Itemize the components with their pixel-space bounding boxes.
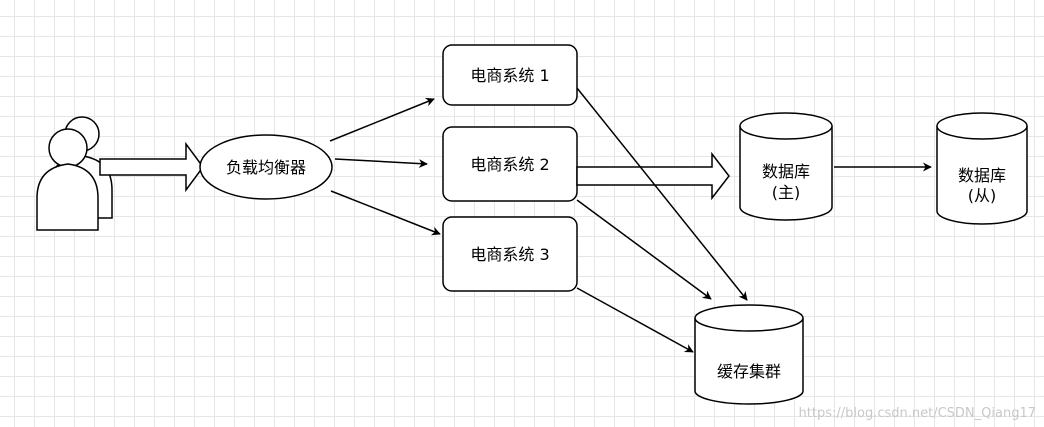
system-2-to-cache-arrow	[576, 199, 712, 300]
db-slave-sublabel: (从)	[968, 186, 997, 205]
lb-to-system-1-arrow	[329, 97, 435, 142]
db-master-node: 数据库 (主)	[739, 112, 833, 221]
db-master-label: 数据库	[762, 162, 810, 181]
load-balancer-node: 负载均衡器	[199, 134, 333, 200]
system-1-label: 电商系统 1	[470, 66, 549, 85]
lb-to-system-2-arrow	[334, 158, 428, 169]
users-icon	[36, 116, 113, 231]
system-1-to-cache-arrow	[576, 87, 748, 301]
db-slave-label: 数据库	[958, 166, 1006, 185]
system-2-label: 电商系统 2	[470, 155, 549, 174]
watermark: https://blog.csdn.net/CSDN_Qiang17	[798, 406, 1036, 421]
db-slave-node: 数据库 (从)	[936, 112, 1028, 225]
system-3-node: 电商系统 3	[442, 216, 578, 292]
system-2-node: 电商系统 2	[442, 126, 578, 202]
system-1-node: 电商系统 1	[442, 44, 578, 106]
lb-to-system-3-arrow	[330, 190, 441, 236]
cache-label: 缓存集群	[717, 362, 781, 381]
system-3-label: 电商系统 3	[470, 245, 549, 264]
load-balancer-label: 负载均衡器	[226, 158, 306, 177]
system-2-to-db-arrow	[576, 151, 730, 201]
cache-node: 缓存集群	[694, 304, 804, 405]
db-master-sublabel: (主)	[772, 183, 801, 202]
users-to-lb-arrow	[99, 141, 204, 193]
system-3-to-cache-arrow	[576, 287, 694, 353]
